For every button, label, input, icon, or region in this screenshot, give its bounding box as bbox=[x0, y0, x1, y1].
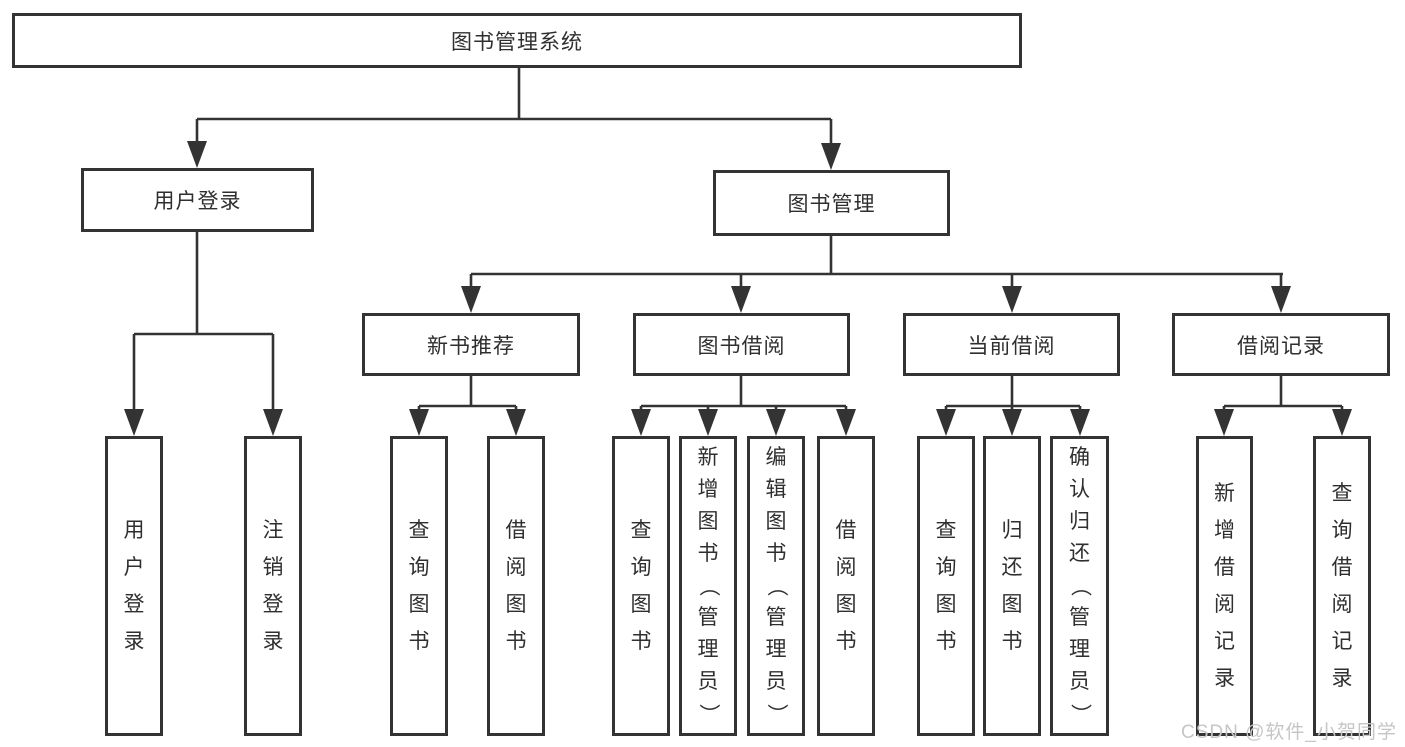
node-label: 当前借阅 bbox=[967, 334, 1056, 358]
node-label: 归还图书 bbox=[1001, 519, 1023, 653]
node-user-login: 用户登录 bbox=[81, 168, 314, 232]
node-label: 借阅图书 bbox=[505, 519, 527, 653]
leaf-query-books-recommend: 查询图书 bbox=[390, 436, 448, 736]
leaf-query-borrow-record: 查询借阅记录 bbox=[1313, 436, 1371, 736]
arrowheads bbox=[124, 141, 1352, 436]
leaf-edit-books-admin: 编辑图书（管理员） bbox=[747, 436, 805, 736]
leaf-borrow-books: 借阅图书 bbox=[817, 436, 875, 736]
node-book-management: 图书管理 bbox=[713, 170, 950, 236]
node-label: 查询图书 bbox=[935, 519, 957, 653]
node-label: 新增借阅记录 bbox=[1214, 482, 1235, 690]
leaf-return-books: 归还图书 bbox=[983, 436, 1041, 736]
node-label: 查询图书 bbox=[630, 519, 652, 653]
leaf-add-books-admin: 新增图书（管理员） bbox=[679, 436, 737, 736]
node-label: 编辑图书（管理员） bbox=[765, 446, 788, 725]
node-label: 查询图书 bbox=[408, 519, 430, 653]
node-label: 查询借阅记录 bbox=[1331, 482, 1353, 690]
node-library-management-system: 图书管理系统 bbox=[12, 13, 1022, 68]
leaf-query-books-current: 查询图书 bbox=[917, 436, 975, 736]
node-label: 注销登录 bbox=[262, 519, 284, 653]
node-label: 用户登录 bbox=[153, 190, 242, 213]
node-label: 借阅记录 bbox=[1237, 334, 1325, 358]
node-label: 确认归还（管理员） bbox=[1068, 446, 1092, 725]
node-current-borrow: 当前借阅 bbox=[903, 313, 1120, 376]
node-label: 借阅图书 bbox=[835, 519, 857, 653]
leaf-user-login: 用户登录 bbox=[105, 436, 163, 736]
node-label: 图书借阅 bbox=[697, 334, 786, 358]
node-label: 新书推荐 bbox=[427, 334, 515, 358]
node-label: 图书管理 bbox=[787, 193, 876, 216]
leaf-borrow-books-recommend: 借阅图书 bbox=[487, 436, 545, 736]
node-new-book-recommend: 新书推荐 bbox=[362, 313, 580, 376]
node-book-borrow: 图书借阅 bbox=[633, 313, 850, 376]
node-label: 新增图书（管理员） bbox=[697, 446, 720, 725]
node-borrow-records: 借阅记录 bbox=[1172, 313, 1390, 376]
leaf-logout: 注销登录 bbox=[244, 436, 302, 736]
leaf-query-books-borrow: 查询图书 bbox=[612, 436, 670, 736]
node-label: 用户登录 bbox=[123, 519, 145, 653]
node-label: 图书管理系统 bbox=[451, 30, 583, 54]
csdn-watermark: CSDN @软件_小贺同学 bbox=[1181, 722, 1397, 743]
leaf-confirm-return-admin: 确认归还（管理员） bbox=[1050, 436, 1109, 736]
leaf-add-borrow-record: 新增借阅记录 bbox=[1196, 436, 1253, 736]
